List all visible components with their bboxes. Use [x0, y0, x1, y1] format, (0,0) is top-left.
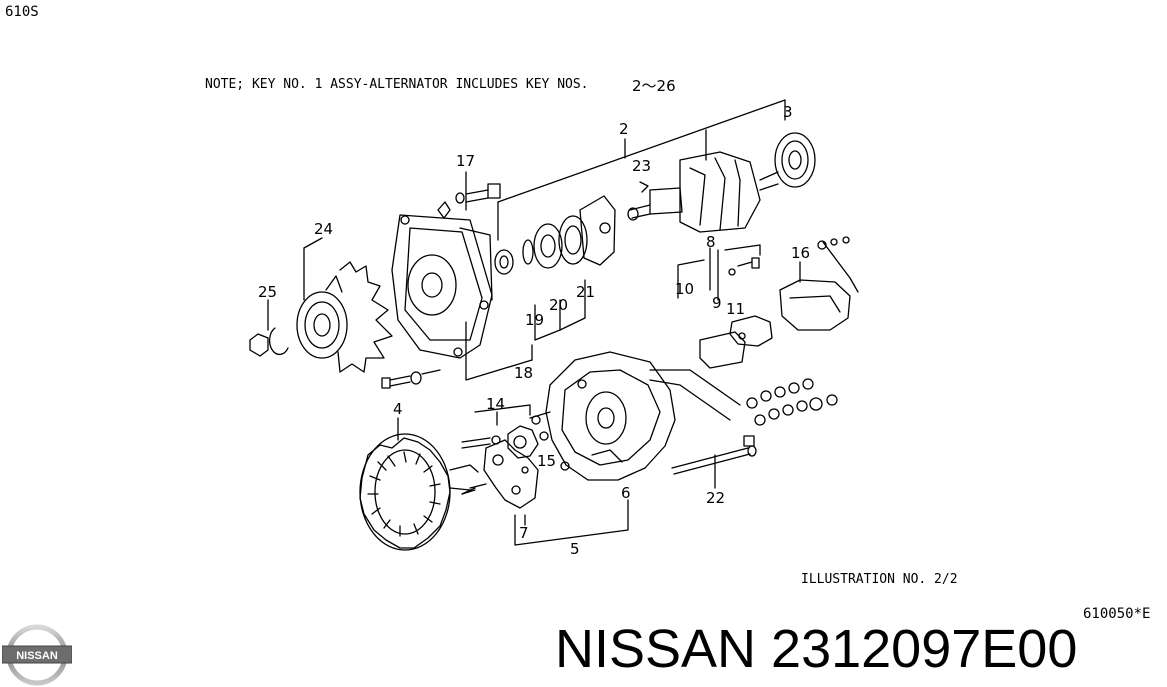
part-title: NISSAN 2312097E00: [555, 619, 1078, 679]
brush-holder-16: [779, 236, 851, 331]
key-label-15: 15: [537, 452, 557, 470]
key-label-5: 5: [570, 540, 580, 558]
key-label-22: 22: [706, 489, 726, 507]
nut-washer-25: [249, 327, 289, 357]
key-label-19: 19: [525, 311, 545, 329]
note-range: 2〜26: [632, 77, 676, 95]
regulator: [699, 257, 773, 369]
key-label-21: 21: [576, 283, 596, 301]
terminal-nuts: [746, 378, 838, 426]
leader-lines: [267, 99, 859, 546]
through-bolt-22: [671, 435, 757, 475]
illustration-number: ILLUSTRATION NO. 2/2: [801, 572, 958, 587]
note-text: NOTE; KEY NO. 1 ASSY-ALTERNATOR INCLUDES…: [205, 77, 589, 92]
key-label-23: 23: [632, 157, 652, 175]
page-code: 610S: [5, 4, 39, 20]
key-label-7: 7: [519, 524, 529, 542]
key-label-4: 4: [393, 400, 403, 418]
key-23: [639, 181, 649, 193]
key-label-20: 20: [549, 296, 569, 314]
front-housing: [391, 214, 493, 359]
key-label-3: 3: [783, 103, 793, 121]
key-label-2: 2: [619, 120, 629, 138]
bearing-part: [774, 132, 816, 188]
rotor-part: [627, 151, 779, 233]
key-label-18: 18: [514, 364, 534, 382]
key-label-11: 11: [726, 300, 746, 318]
key-label-10: 10: [675, 280, 695, 298]
key-label-6: 6: [621, 484, 631, 502]
key-label-25: 25: [258, 283, 278, 301]
key-label-16: 16: [791, 244, 811, 262]
rectifier-plate: [461, 439, 539, 509]
screws-14-15: [461, 415, 549, 459]
stator: [359, 433, 479, 551]
key-label-17: 17: [456, 152, 476, 170]
logo-text: NISSAN: [16, 650, 58, 662]
front-bearing-parts: [494, 195, 616, 275]
key-label-9: 9: [712, 294, 722, 312]
key-label-8: 8: [706, 233, 716, 251]
pulley-fan: [296, 261, 393, 373]
bolt-17: [437, 183, 501, 219]
key-label-24: 24: [314, 220, 334, 238]
drawing-code: 610050*E: [1083, 606, 1151, 622]
key-label-14: 14: [486, 395, 506, 413]
housing-screw: [381, 369, 441, 389]
nissan-logo: NISSAN: [2, 624, 72, 686]
rear-housing: [529, 351, 676, 481]
